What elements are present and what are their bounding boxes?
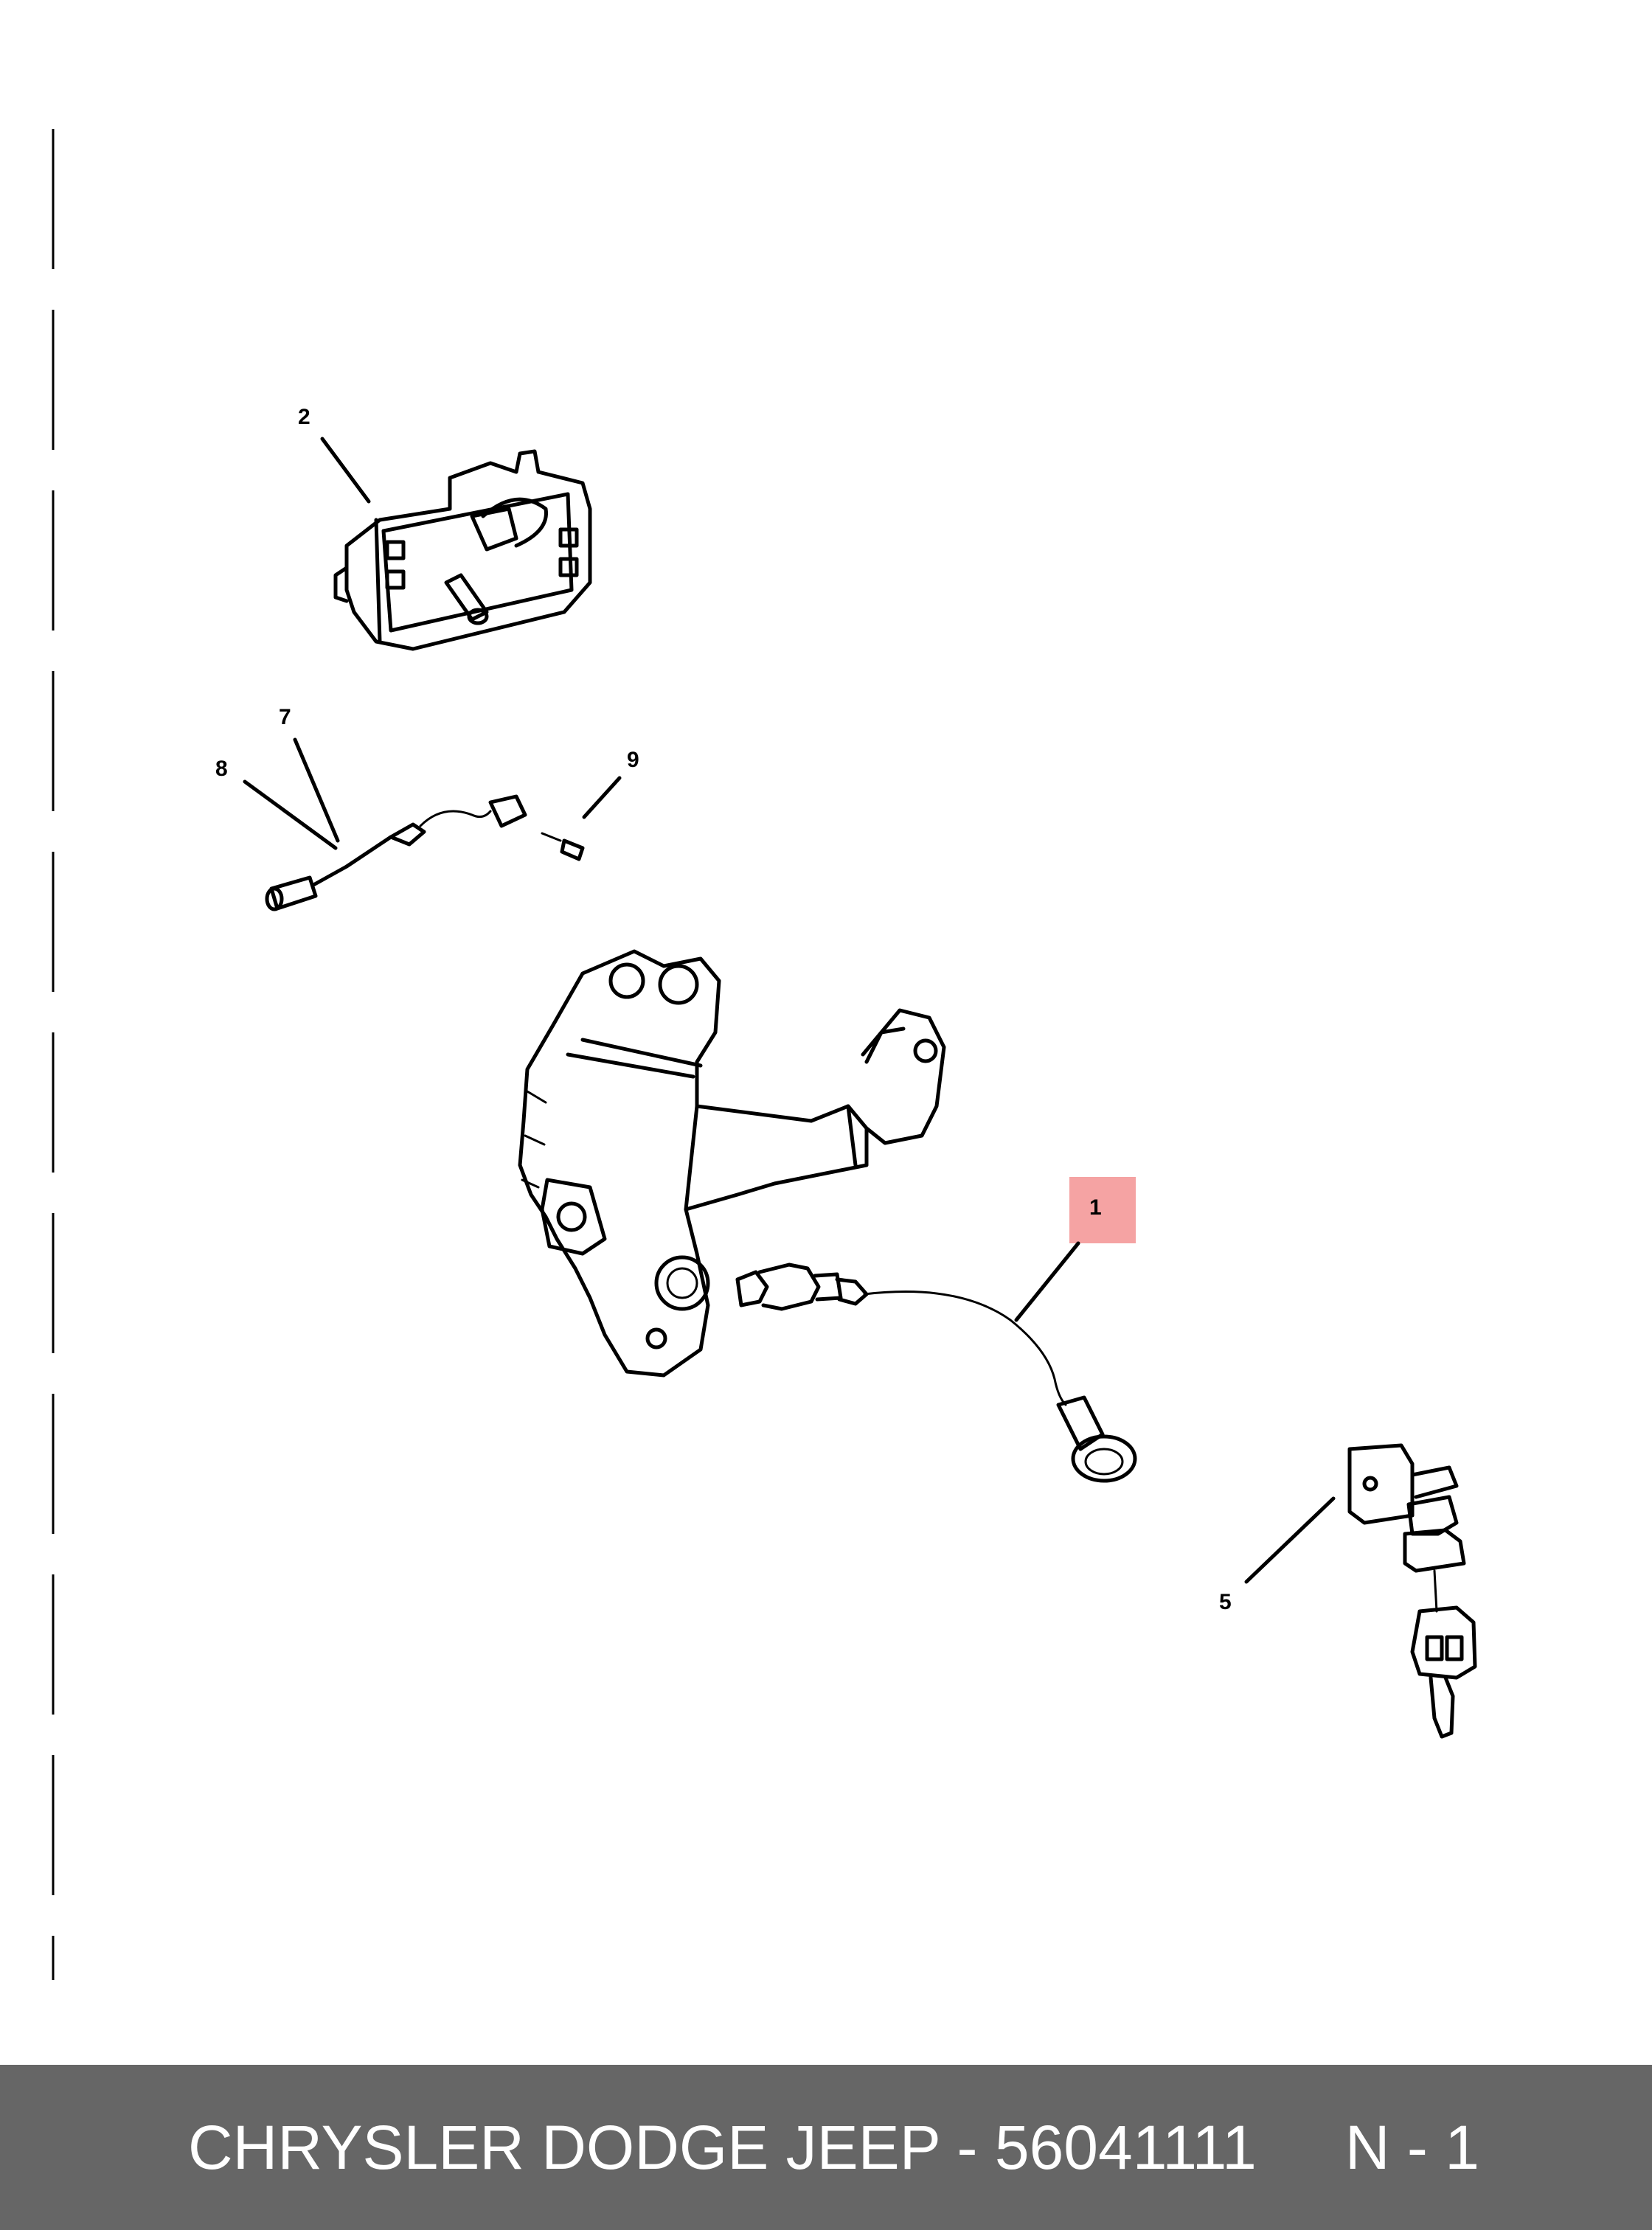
callout-1: 1 [1089, 1195, 1102, 1220]
leader-1 [1014, 1241, 1080, 1322]
footer-bar: CHRYSLER DODGE JEEP - 56041111 N - 1 [0, 2065, 1652, 2230]
callout-5: 5 [1219, 1590, 1232, 1614]
part-number-label: CHRYSLER DODGE JEEP - 56041111 [188, 2112, 1257, 2182]
exhaust-manifold-drawing [518, 949, 946, 1378]
parts-diagram: 2 7 8 9 [52, 129, 1477, 1980]
leader-8 [243, 779, 338, 850]
callout-1-highlight [1069, 1177, 1136, 1243]
callout-2: 2 [298, 405, 310, 429]
map-sensor-drawing [333, 449, 592, 651]
oxygen-sensor-drawing [735, 1262, 1137, 1483]
leader-9 [582, 776, 622, 819]
connector-bracket-drawing [1347, 1443, 1477, 1739]
leader-5 [1244, 1496, 1336, 1584]
callout-8: 8 [215, 757, 228, 781]
page-code-label: N - 1 [1344, 2112, 1479, 2182]
callout-7: 7 [279, 705, 291, 729]
callout-9: 9 [627, 748, 639, 772]
leader-2 [320, 437, 371, 504]
leader-7 [293, 737, 340, 843]
small-sensor-drawing [265, 794, 585, 911]
